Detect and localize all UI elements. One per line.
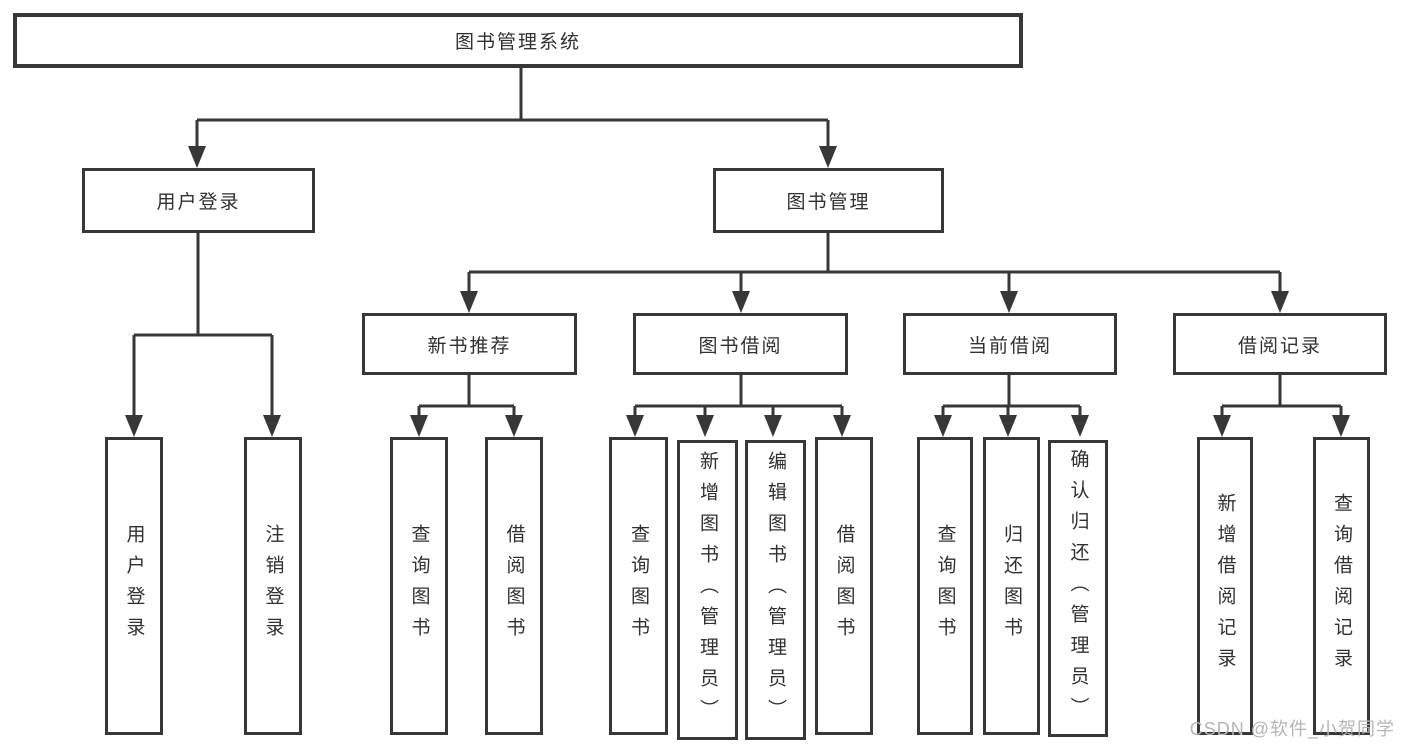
node-book-borrowing: 图书借阅	[633, 313, 848, 375]
node-label: 借阅记录	[1237, 335, 1322, 357]
csdn-watermark: CSDN @软件_小贺同学	[1189, 719, 1395, 739]
leaf-query-borrow-record: 查询借阅记录	[1313, 437, 1370, 735]
node-library-system: 图书管理系统	[13, 13, 1023, 68]
node-current-borrowing: 当前借阅	[903, 313, 1117, 375]
node-label: 图书管理系统	[454, 32, 581, 53]
leaf-add-borrow-record: 新增借阅记录	[1197, 437, 1253, 735]
leaf-borrow-books-borrowing: 借阅图书	[815, 437, 873, 735]
node-label: 编辑图书（管理员）	[765, 450, 786, 730]
node-label: 查询图书	[628, 524, 649, 648]
node-borrowing-records: 借阅记录	[1173, 313, 1387, 375]
leaf-return-books: 归还图书	[983, 437, 1040, 735]
leaf-query-books-borrowing: 查询图书	[609, 437, 668, 735]
node-label: 新书推荐	[427, 335, 512, 357]
leaf-confirm-return-admin: 确认归还（管理员）	[1048, 440, 1108, 737]
node-book-management: 图书管理	[713, 168, 944, 233]
node-new-book-recommendation: 新书推荐	[362, 313, 577, 375]
leaf-query-books-recommend: 查询图书	[390, 437, 448, 735]
leaf-edit-books-admin: 编辑图书（管理员）	[745, 440, 806, 740]
node-label: 查询借阅记录	[1331, 493, 1352, 679]
node-label: 查询图书	[408, 524, 430, 648]
leaf-user-login: 用户登录	[105, 437, 163, 735]
node-label: 归还图书	[1001, 524, 1022, 648]
node-user-login: 用户登录	[82, 168, 315, 233]
node-label: 用户登录	[123, 524, 145, 648]
node-label: 用户登录	[156, 192, 241, 213]
node-label: 确认归还（管理员）	[1067, 449, 1089, 728]
node-label: 图书管理	[786, 192, 871, 213]
leaf-borrow-books-recommend: 借阅图书	[485, 437, 543, 735]
leaf-query-books-current: 查询图书	[917, 437, 973, 735]
node-label: 新增图书（管理员）	[697, 450, 718, 730]
node-label: 借阅图书	[833, 524, 855, 648]
node-label: 查询图书	[934, 524, 956, 648]
node-label: 借阅图书	[503, 524, 525, 648]
leaf-logout: 注销登录	[244, 437, 302, 735]
arrowheads	[125, 146, 1350, 437]
node-label: 图书借阅	[698, 335, 783, 357]
leaf-add-books-admin: 新增图书（管理员）	[677, 440, 738, 740]
node-label: 注销登录	[262, 524, 284, 648]
node-label: 新增借阅记录	[1214, 493, 1236, 679]
node-label: 当前借阅	[967, 335, 1052, 357]
